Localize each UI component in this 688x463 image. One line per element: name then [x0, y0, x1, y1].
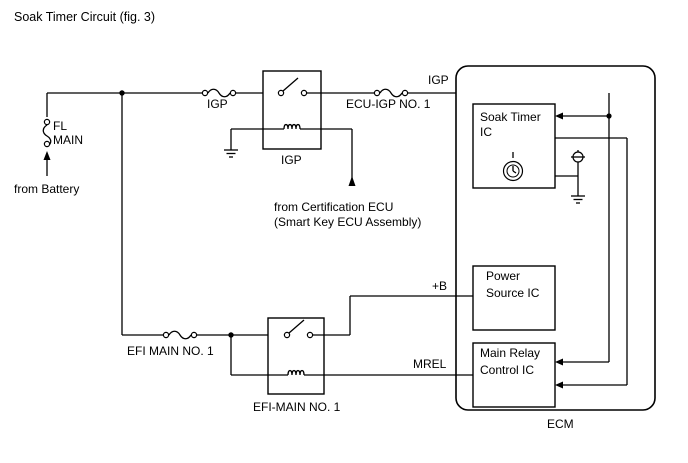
stopwatch-icon [502, 152, 524, 182]
igp-relay-coil [231, 123, 352, 130]
efi-main-fuse-label: EFI MAIN NO. 1 [127, 344, 214, 358]
igp-relay-label: IGP [281, 153, 302, 167]
fl-main-fuse [42, 92, 122, 148]
mrel-label: MREL [413, 357, 447, 371]
efi-main-relay [267, 317, 325, 395]
main-relay-label-1: Main Relay [480, 346, 540, 360]
power-source-label-2: Source IC [486, 286, 540, 300]
certification-ecu-label-1: from Certification ECU [274, 200, 393, 214]
soak-timer-input-arrow [555, 112, 563, 120]
certification-ecu-label-2: (Smart Key ECU Assembly) [274, 215, 421, 229]
efi-main-relay-switch [283, 319, 314, 339]
power-source-label-1: Power [486, 269, 520, 283]
efi-main-fuse [162, 330, 198, 340]
igp-line-label: IGP [428, 73, 449, 87]
ecu-igp-fuse [373, 88, 409, 98]
soak-timer-label-1: Soak Timer [480, 110, 541, 124]
soak-output-arrow [555, 381, 563, 389]
plus-b-label: +B [432, 279, 447, 293]
fl-main-label-2: MAIN [53, 133, 83, 147]
soak-timer-sensor-icon [555, 150, 585, 196]
igp-relay-ground-icon [224, 129, 238, 158]
soak-timer-label-2: IC [480, 125, 492, 139]
efi-main-relay-label: EFI-MAIN NO. 1 [253, 400, 341, 414]
main-relay-label-2: Control IC [480, 363, 534, 377]
main-relay-input-arrow [555, 358, 563, 366]
ecu-igp-fuse-label: ECU-IGP NO. 1 [346, 97, 431, 111]
efi-main-relay-coil [230, 335, 473, 376]
igp-fuse [201, 88, 237, 98]
battery-feed-arrow [43, 151, 51, 176]
fl-main-label-1: FL [53, 119, 67, 133]
main-relay-control-ic [472, 342, 556, 408]
certification-ecu-arrow [348, 129, 356, 186]
from-battery-label: from Battery [14, 182, 79, 196]
igp-fuse-label: IGP [207, 97, 228, 111]
igp-relay-switch [277, 77, 308, 97]
diagram-title: Soak Timer Circuit (fig. 3) [14, 10, 155, 24]
power-source-ic [472, 265, 556, 331]
ecm-label: ECM [547, 417, 574, 431]
soak-timer-ground-icon [571, 195, 585, 204]
